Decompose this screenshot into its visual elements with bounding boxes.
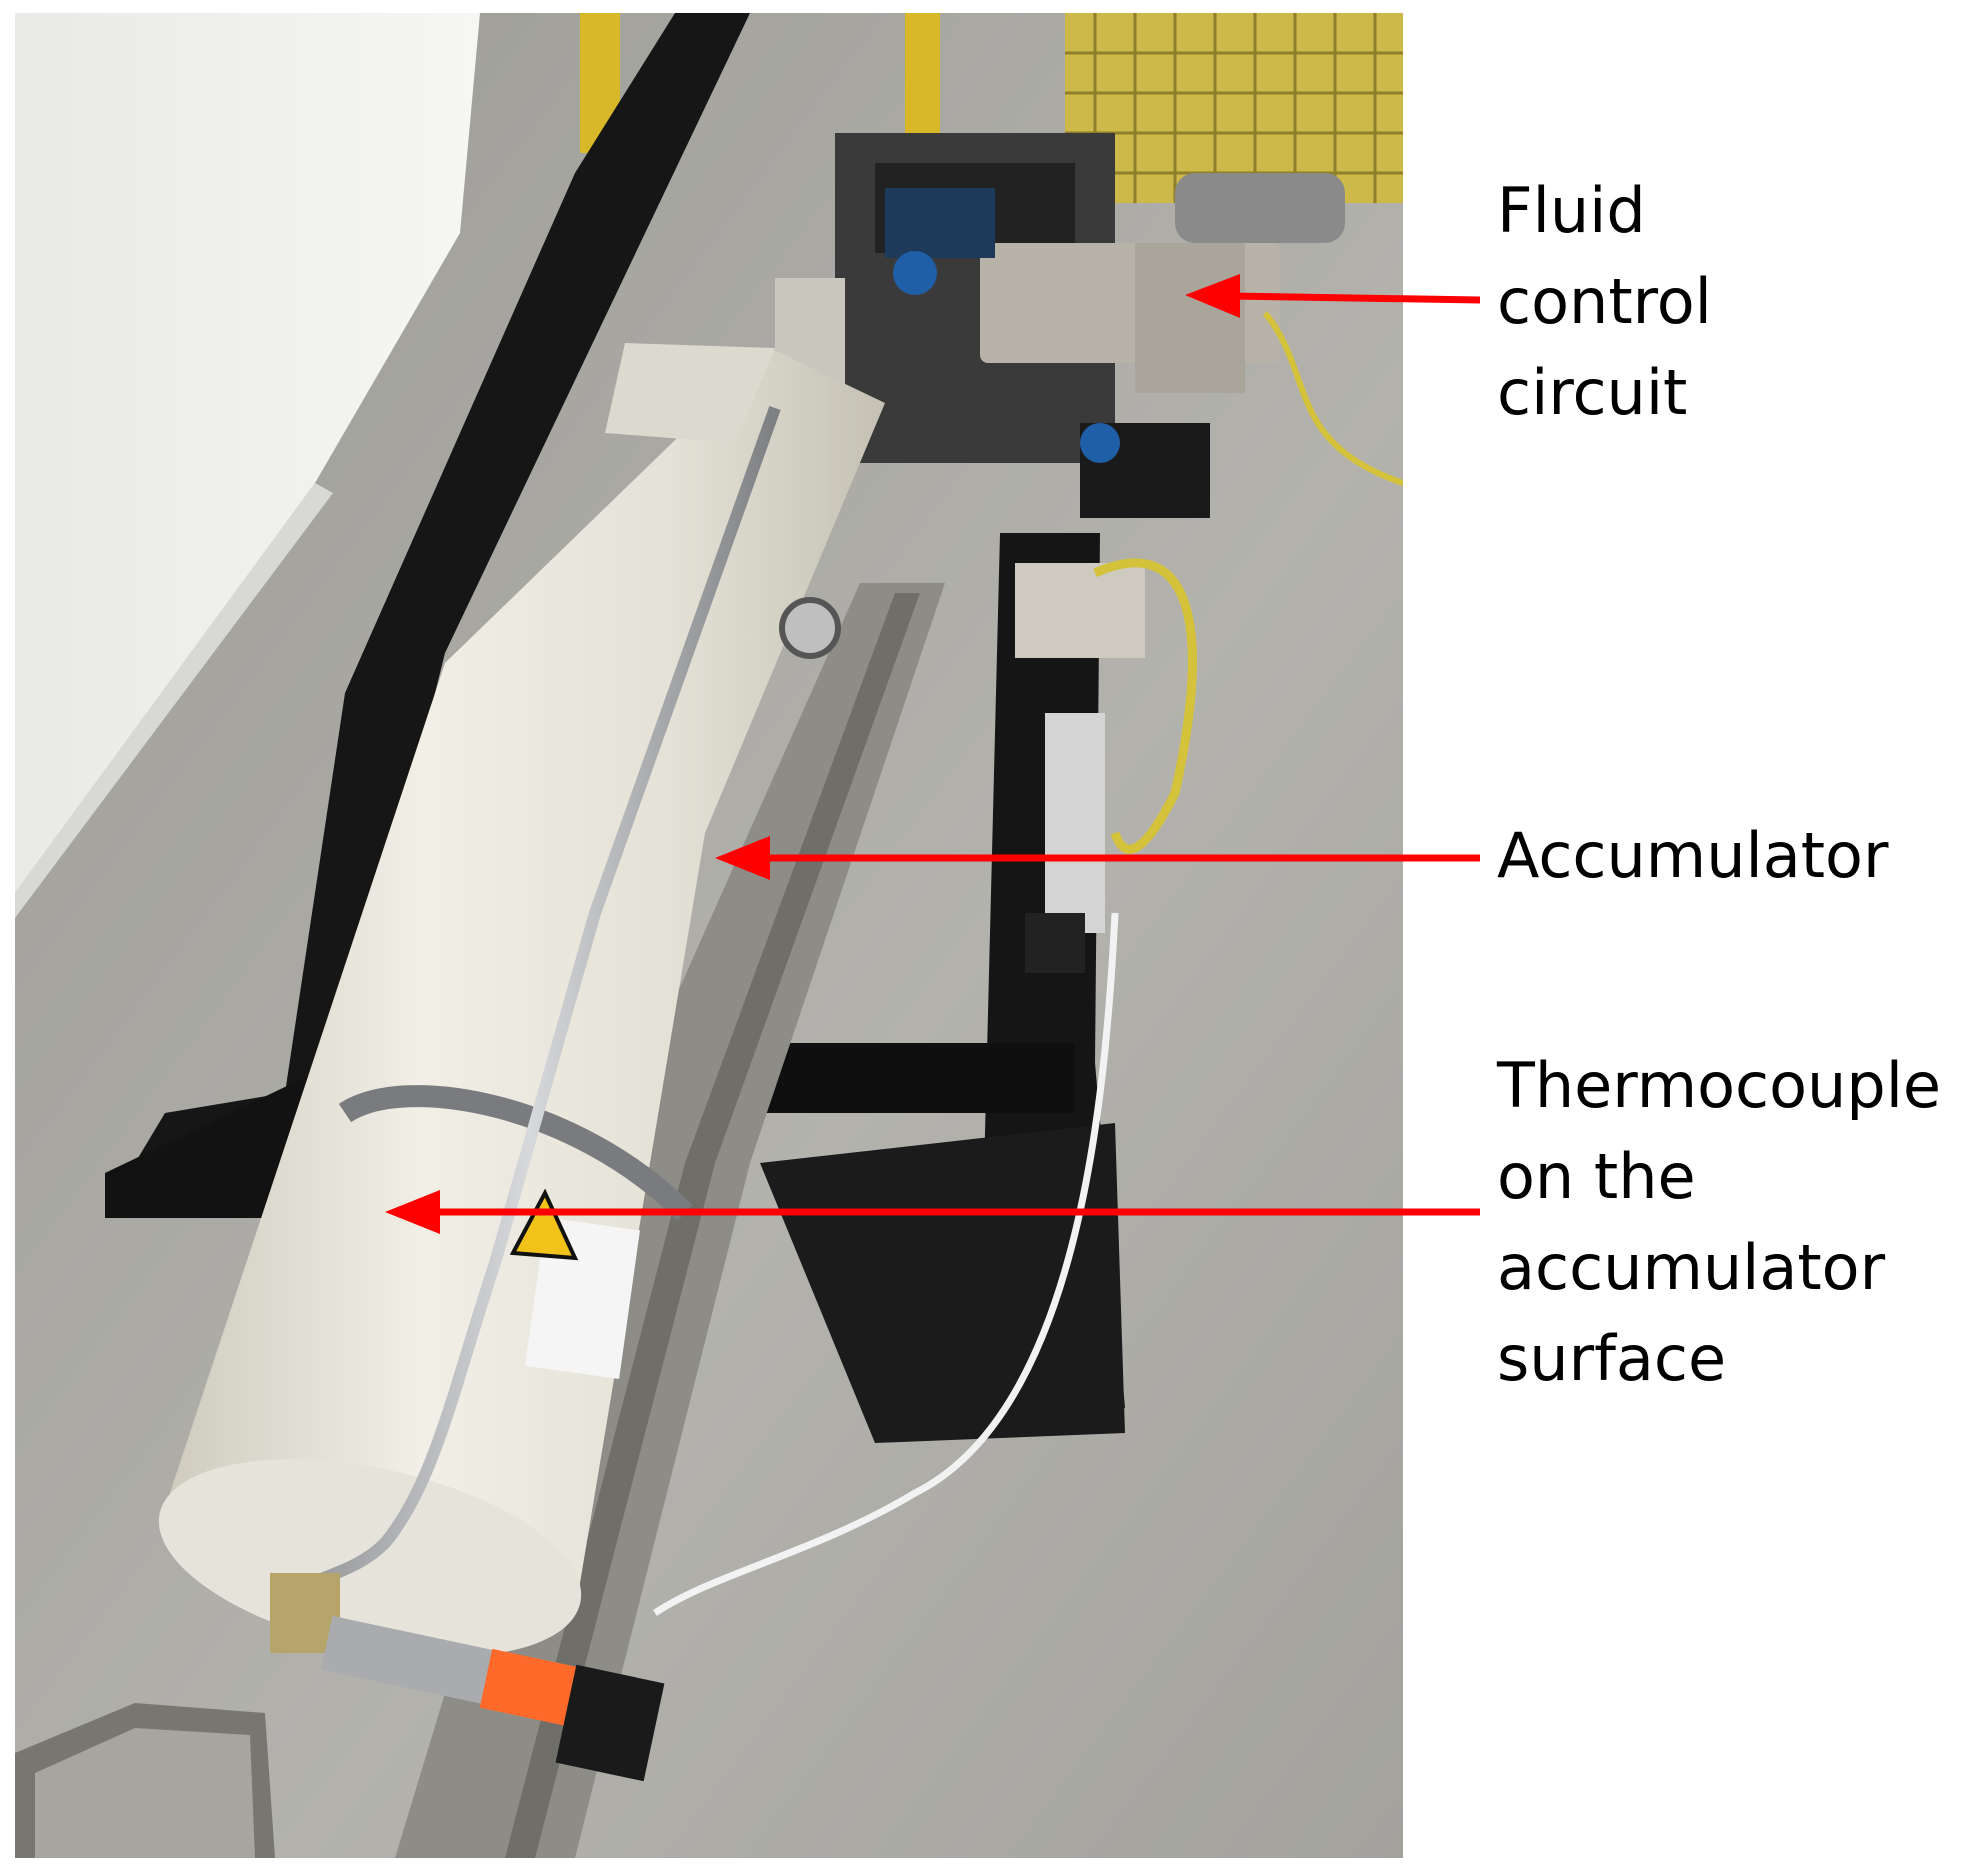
- cage: [1065, 13, 1403, 203]
- label-fluid-control-circuit: Fluid control circuit: [1497, 174, 1712, 429]
- label-thermocouple: Thermocouple on the accumulator surface: [1497, 1049, 1942, 1395]
- bottom-fittings: [270, 1573, 665, 1782]
- lab-photo: [15, 13, 1403, 1858]
- pressure-gauge: [779, 597, 841, 659]
- wall-baseboard: [15, 483, 333, 918]
- label-accumulator: Accumulator: [1497, 819, 1889, 892]
- arrow-accumulator: [715, 836, 1480, 880]
- arrow-fluid-control: [1185, 274, 1481, 318]
- wall: [15, 13, 480, 893]
- arrow-thermocouple: [385, 1190, 1480, 1234]
- fluid-control-circuit: [775, 133, 1345, 973]
- black-frame-left: [105, 13, 750, 1213]
